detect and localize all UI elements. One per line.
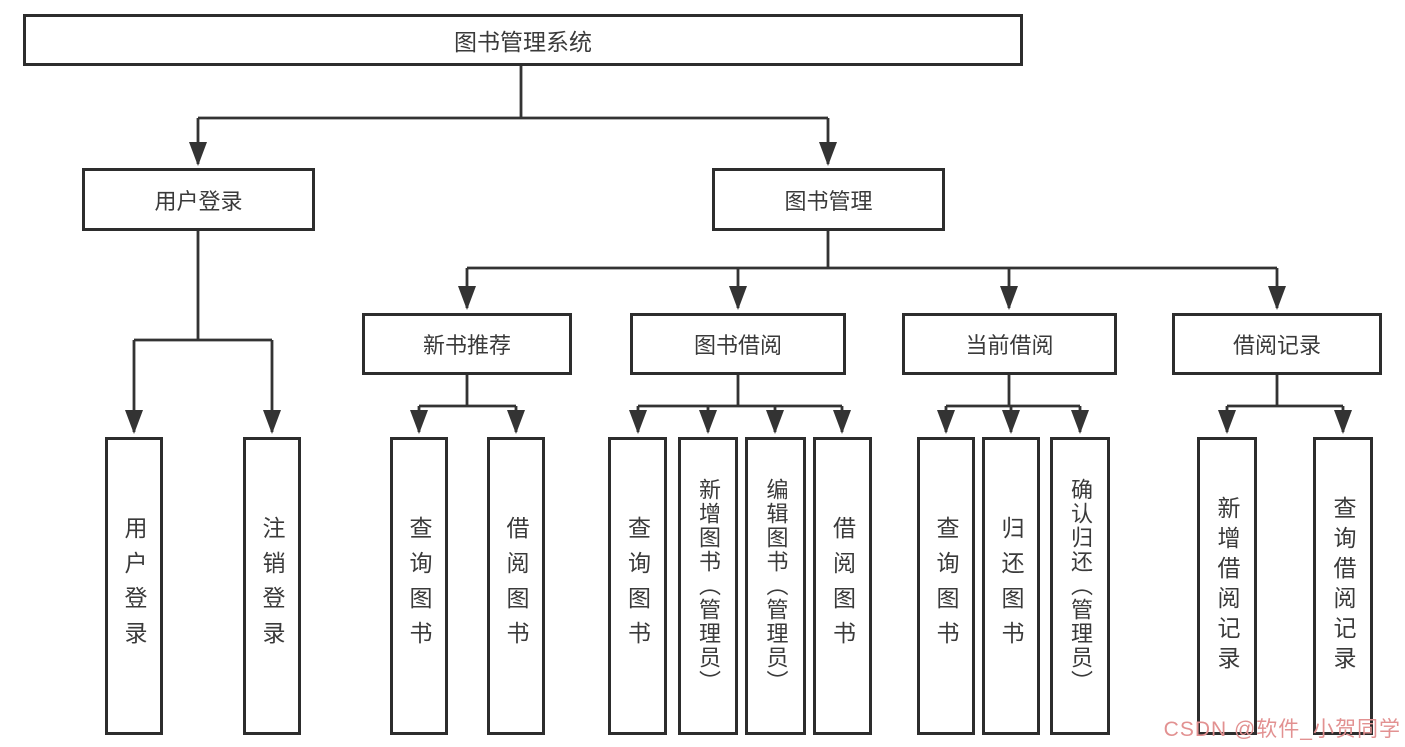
leaf-records-query-record: 查询借阅记录 <box>1313 437 1373 735</box>
leaf-logout: 注销登录 <box>243 437 301 735</box>
leaf-borrow-edit-books-admin: 编辑图书（管理员） <box>745 437 806 735</box>
node-user-login: 用户登录 <box>82 168 315 231</box>
leaf-current-return-books: 归还图书 <box>982 437 1040 735</box>
leaf-newbook-borrow-books: 借阅图书 <box>487 437 545 735</box>
node-root: 图书管理系统 <box>23 14 1023 66</box>
watermark: CSDN @软件_小贺同学 <box>1163 718 1401 741</box>
node-current-borrow: 当前借阅 <box>902 313 1117 375</box>
leaf-current-confirm-return-admin: 确认归还（管理员） <box>1050 437 1110 735</box>
leaf-newbook-query-books: 查询图书 <box>390 437 448 735</box>
leaf-current-query-books: 查询图书 <box>917 437 975 735</box>
leaf-user-login: 用户登录 <box>105 437 163 735</box>
leaf-borrow-query-books: 查询图书 <box>608 437 667 735</box>
node-book-management: 图书管理 <box>712 168 945 231</box>
leaf-borrow-borrow-books: 借阅图书 <box>813 437 872 735</box>
leaf-borrow-add-books-admin: 新增图书（管理员） <box>678 437 738 735</box>
node-book-borrow: 图书借阅 <box>630 313 846 375</box>
node-borrow-records: 借阅记录 <box>1172 313 1382 375</box>
leaf-records-add-record: 新增借阅记录 <box>1197 437 1257 735</box>
node-new-book-recommend: 新书推荐 <box>362 313 572 375</box>
